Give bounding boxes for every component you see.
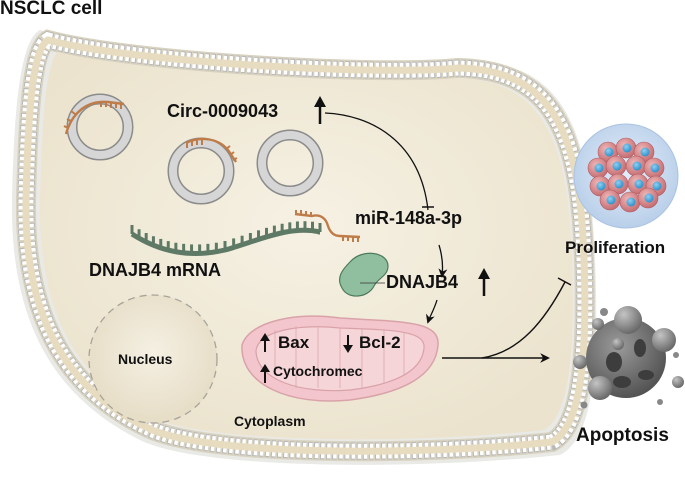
- inhibit-proliferation-line: [481, 281, 566, 359]
- cell-nucleus-dot: [650, 163, 660, 173]
- bax-label: Bax: [278, 333, 310, 352]
- apoptosis-label: Apoptosis: [576, 425, 669, 446]
- apoptotic-cell: [573, 306, 684, 409]
- proliferation-cluster: [573, 123, 679, 229]
- circ-label: Circ-0009043: [167, 101, 279, 121]
- cell-nucleus-dot: [604, 147, 614, 157]
- cell-nucleus-dot: [644, 193, 654, 203]
- mrna-label: DNAJB4 mRNA: [89, 260, 222, 280]
- mirna-on-circ-1: [63, 100, 125, 135]
- mitochondrion: [241, 315, 439, 402]
- proliferation-label: Proliferation: [565, 238, 666, 257]
- mrna-bases: [130, 221, 322, 254]
- cell-nucleus-dot: [594, 163, 604, 173]
- nucleus: [88, 294, 218, 424]
- cell-nucleus-dot: [622, 143, 632, 153]
- circrna-ring-1: [66, 93, 134, 161]
- inhibit-bar-2: [557, 277, 572, 286]
- bcl2-label: Bcl-2: [359, 333, 401, 352]
- membrane-tails: [22, 36, 589, 455]
- cell-nucleus-dot: [632, 161, 642, 171]
- cell-nucleus-dot: [640, 147, 650, 157]
- cell-nucleus-dot: [614, 179, 624, 189]
- cytochrome-c-label: Cytochromec: [273, 363, 363, 379]
- cell-nucleus-dot: [596, 181, 606, 191]
- cell-nucleus-dot: [626, 197, 636, 207]
- cytoplasm-label: Cytoplasm: [234, 413, 306, 429]
- mirna-on-mrna: [294, 210, 361, 242]
- dnajb4-to-mitochondrion-arrow: [425, 299, 438, 324]
- mirna-on-circ-2: [185, 137, 238, 163]
- dnajb4-protein: [338, 252, 389, 297]
- cell-nucleus-dot: [612, 161, 622, 171]
- cell-nucleus-dot: [652, 181, 662, 191]
- mirna-to-dnajb4-arrow: [438, 244, 448, 278]
- cell-nucleus-dot: [606, 195, 616, 205]
- regulation-arrows: [260, 96, 490, 383]
- cell-nucleus-dot: [634, 179, 644, 189]
- circrna-ring-3: [256, 129, 324, 197]
- protein-label: DNAJB4: [386, 272, 459, 292]
- mirna-label: miR-148a-3p: [355, 208, 463, 228]
- title-label: NSCLC cell: [0, 0, 103, 19]
- nucleus-label: Nucleus: [118, 351, 173, 367]
- circ-inhibits-mirna-line: [324, 112, 429, 211]
